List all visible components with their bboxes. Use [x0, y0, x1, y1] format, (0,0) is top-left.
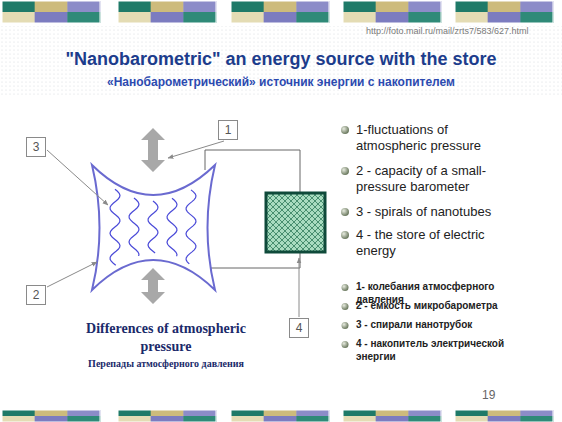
slide-title: "Nanobarometric" an energy source with t…	[0, 48, 562, 71]
barometer-capacity	[92, 165, 215, 290]
figure-caption: Differences of atmospheric pressure	[68, 320, 264, 355]
url-watermark: http://foto.mail.ru/mail/zrts7/583/627.h…	[366, 26, 558, 37]
energy-store	[266, 193, 325, 252]
figure-caption: Перепады атмосферного давления	[56, 358, 276, 371]
legend-item: 3 - спирали нанотрубок	[356, 319, 536, 332]
subtitle: «Нанобарометрический» источник энергии с…	[0, 75, 562, 90]
wire	[208, 252, 300, 276]
wire	[205, 150, 300, 193]
legend-item: 2 - ёмкость микробарометра	[356, 300, 536, 313]
callout-box: 4	[289, 318, 309, 338]
legend-item: 3 - spirals of nanotubes	[356, 204, 521, 220]
leader-line	[47, 141, 299, 317]
legend-item: 2 - capacity of a small-pressure baromet…	[356, 163, 521, 196]
callout-number: 3	[33, 141, 40, 153]
legend-item: 1-fluctuations of atmospheric pressure	[356, 122, 521, 155]
callout-box: 2	[26, 285, 46, 305]
nanotube-spiral	[110, 189, 196, 265]
callout-number: 4	[296, 322, 303, 334]
callout-number: 1	[225, 124, 232, 136]
callout-box: 3	[26, 137, 46, 157]
decor-bar	[2, 410, 554, 422]
page-number: 19	[482, 388, 512, 403]
callout-number: 2	[33, 289, 40, 301]
callout-box: 1	[218, 120, 238, 140]
texture-band	[0, 26, 562, 96]
decor-bar	[2, 1, 554, 23]
legend-item: 4 - накопитель электрической энергии	[356, 338, 536, 363]
legend-item: 4 - the store of electric energy	[356, 227, 521, 260]
bullet	[341, 126, 349, 348]
